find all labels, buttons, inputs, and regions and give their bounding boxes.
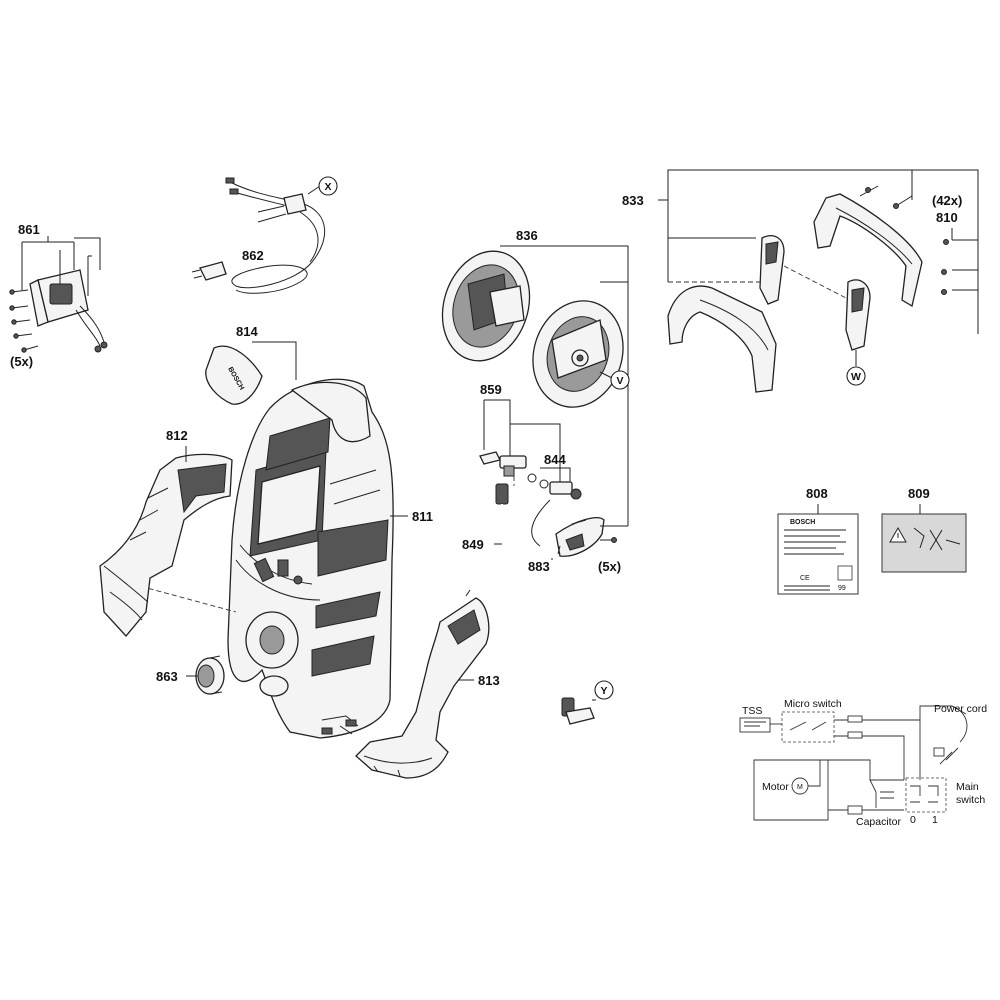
part-number-861: 861 [18,222,40,237]
part-836-hose-reel [441,245,629,526]
part-861-switch-unit [9,236,108,353]
screw-icon [865,187,949,295]
schematic-micro-switch-label: Micro switch [784,698,842,710]
svg-text:BOSCH: BOSCH [790,519,815,526]
svg-text:W: W [851,371,861,383]
schematic-main-switch-label-2: switch [956,794,985,806]
svg-text:V: V [616,375,623,387]
part-859-844-fittings [479,451,582,500]
callout-y-icon: Y [594,680,614,700]
callout-w-icon: W [846,366,866,386]
svg-text:X: X [324,181,331,193]
schematic-tss-label: TSS [742,705,762,717]
part-number-859: 859 [480,382,502,397]
screw-icon [9,289,39,353]
schematic-main-switch-label-1: Main [956,781,979,793]
quantity-883: (5x) [598,559,621,574]
part-number-844: 844 [544,452,566,467]
part-863-cap [195,655,225,695]
part-814-logo-badge: BOSCH [205,345,263,405]
part-number-836: 836 [516,228,538,243]
schematic-motor-symbol: M [797,784,803,791]
part-number-812: 812 [166,428,188,443]
part-811-main-housing [227,378,394,739]
schematic-power-cord-label: Power cord [934,703,987,715]
callout-x-icon: X [318,176,338,196]
quantity-810: (42x) [932,193,962,208]
wiring-schematic [739,705,968,821]
schematic-pos-1: 1 [932,814,938,826]
svg-text:99: 99 [838,585,846,592]
part-number-808: 808 [806,486,828,501]
part-number-813: 813 [478,673,500,688]
part-number-863: 863 [156,669,178,684]
quantity-861: (5x) [10,354,33,369]
callout-v-icon: V [610,370,630,390]
part-number-862: 862 [242,248,264,263]
part-number-849: 849 [462,537,484,552]
part-number-809: 809 [908,486,930,501]
part-number-811: 811 [412,509,433,524]
part-883-hose-guide [531,499,617,557]
part-number-810: 810 [936,210,958,225]
part-number-814: 814 [236,324,258,339]
part-862-power-cord [191,177,325,294]
part-number-883: 883 [528,559,550,574]
schematic-pos-0: 0 [910,814,916,826]
svg-text:CE: CE [800,575,810,582]
part-849-hose [495,483,596,725]
schematic-motor-label: Motor [762,781,789,793]
part-808-rating-label: BOSCH CE 99 [777,513,859,595]
svg-text:Y: Y [600,685,607,697]
part-809-warning-label [881,513,967,573]
schematic-capacitor-label: Capacitor [856,816,901,828]
part-813-side-cover [355,589,490,779]
part-812-side-cover [99,453,233,637]
part-833-handle [667,193,923,393]
part-number-833: 833 [622,193,644,208]
